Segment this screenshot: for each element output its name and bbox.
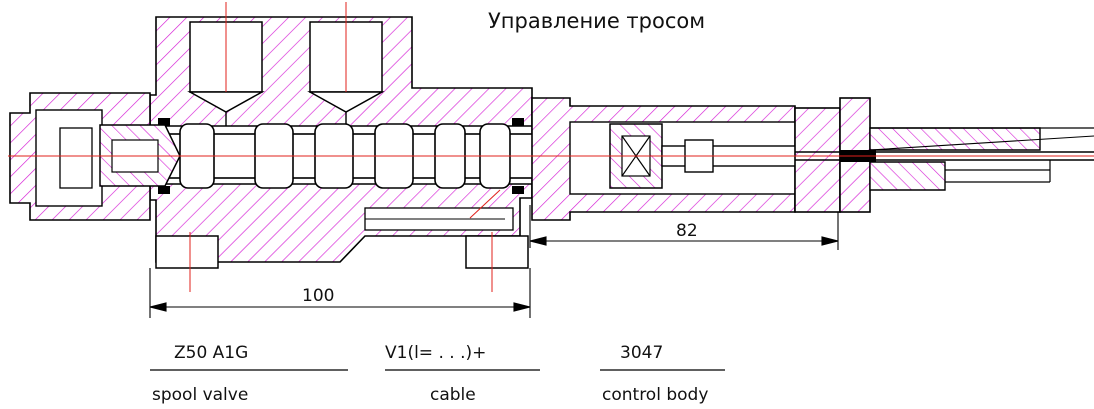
part-desc-cable: cable <box>430 385 476 405</box>
dimension-cable-label: 82 <box>676 221 698 241</box>
center-lines <box>8 2 1094 292</box>
control-body <box>531 97 803 221</box>
part-code-control-body: 3047 <box>620 343 663 363</box>
end-cap <box>9 92 181 221</box>
drawing-title: Управление тросом <box>488 9 705 33</box>
part-code-cable: V1(l= . . .)+ <box>385 343 486 363</box>
dimension-overall-label: 100 <box>302 286 334 306</box>
part-desc-control-body: control body <box>602 385 708 405</box>
dimension-overall <box>149 268 531 318</box>
dimension-cable <box>529 205 839 250</box>
part-code-spool-valve: Z50 A1G <box>174 343 248 363</box>
cable-fitting <box>794 97 1094 213</box>
part-desc-spool-valve: spool valve <box>152 385 248 405</box>
